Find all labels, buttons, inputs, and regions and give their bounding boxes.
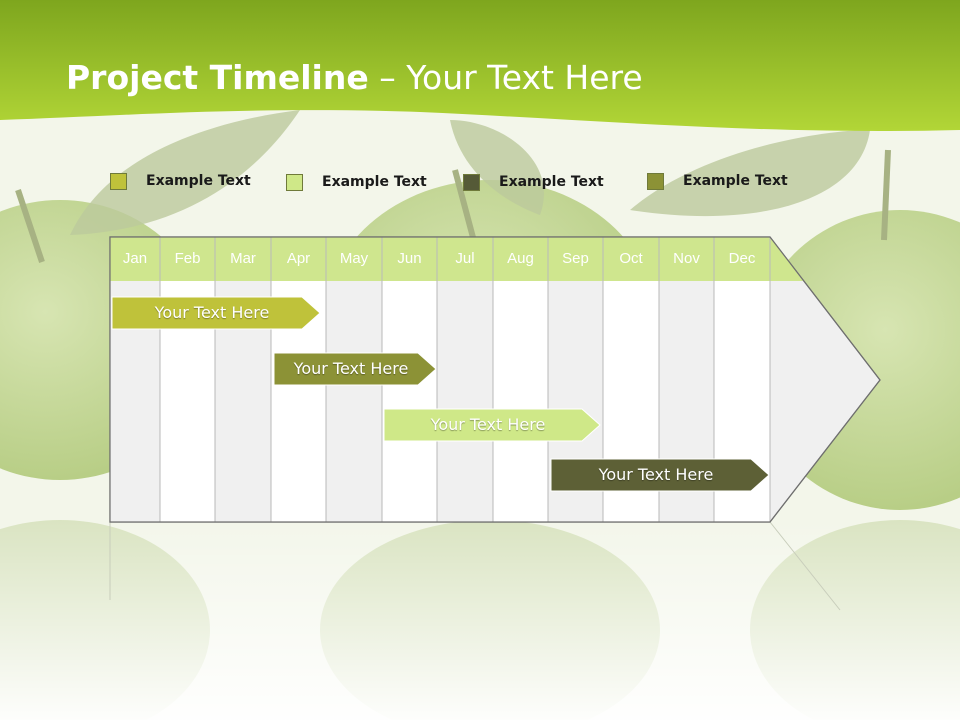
month-column (326, 281, 382, 522)
month-label-may: May (339, 250, 369, 267)
month-label-dec: Dec (728, 250, 756, 267)
task-label: Your Text Here (430, 415, 546, 434)
month-label-apr: Apr (286, 250, 311, 267)
month-label-sep: Sep (562, 250, 589, 267)
legend-item: Example Text (110, 171, 251, 191)
legend-swatch (647, 172, 664, 190)
header-band (0, 0, 960, 131)
legend-label: Example Text (683, 173, 788, 189)
legend-label: Example Text (146, 173, 251, 189)
month-label-jan: Jan (122, 250, 148, 267)
leaf-right (630, 130, 870, 217)
page-title: Project Timeline – Your Text Here (66, 58, 643, 97)
task-label: Your Text Here (293, 359, 409, 378)
legend-swatch (286, 173, 303, 191)
legend-swatch (110, 172, 127, 190)
month-column (382, 281, 437, 522)
legend-swatch (463, 173, 480, 191)
task-arrow (111, 296, 321, 330)
month-label-feb: Feb (174, 250, 201, 267)
task-label: Your Text Here (154, 303, 270, 322)
month-label-aug: Aug (507, 250, 534, 267)
month-label-jul: Jul (455, 250, 475, 267)
month-column (437, 281, 493, 522)
legend-label: Example Text (499, 174, 604, 190)
leaf-left (70, 110, 300, 235)
month-label-oct: Oct (619, 250, 643, 267)
legend-item: Example Text (647, 171, 788, 191)
month-header-strip (110, 237, 803, 281)
task-label: Your Text Here (598, 465, 714, 484)
legend-item: Example Text (286, 172, 427, 192)
month-label-nov: Nov (673, 250, 700, 267)
task-arrow (550, 458, 770, 492)
leaf-center (450, 120, 544, 215)
legend-label: Example Text (322, 174, 427, 190)
legend-item: Example Text (463, 172, 604, 192)
month-label-mar: Mar (230, 250, 256, 267)
month-label-jun: Jun (397, 250, 422, 267)
task-arrow (273, 352, 437, 386)
month-column (493, 281, 548, 522)
task-arrow (383, 408, 601, 442)
